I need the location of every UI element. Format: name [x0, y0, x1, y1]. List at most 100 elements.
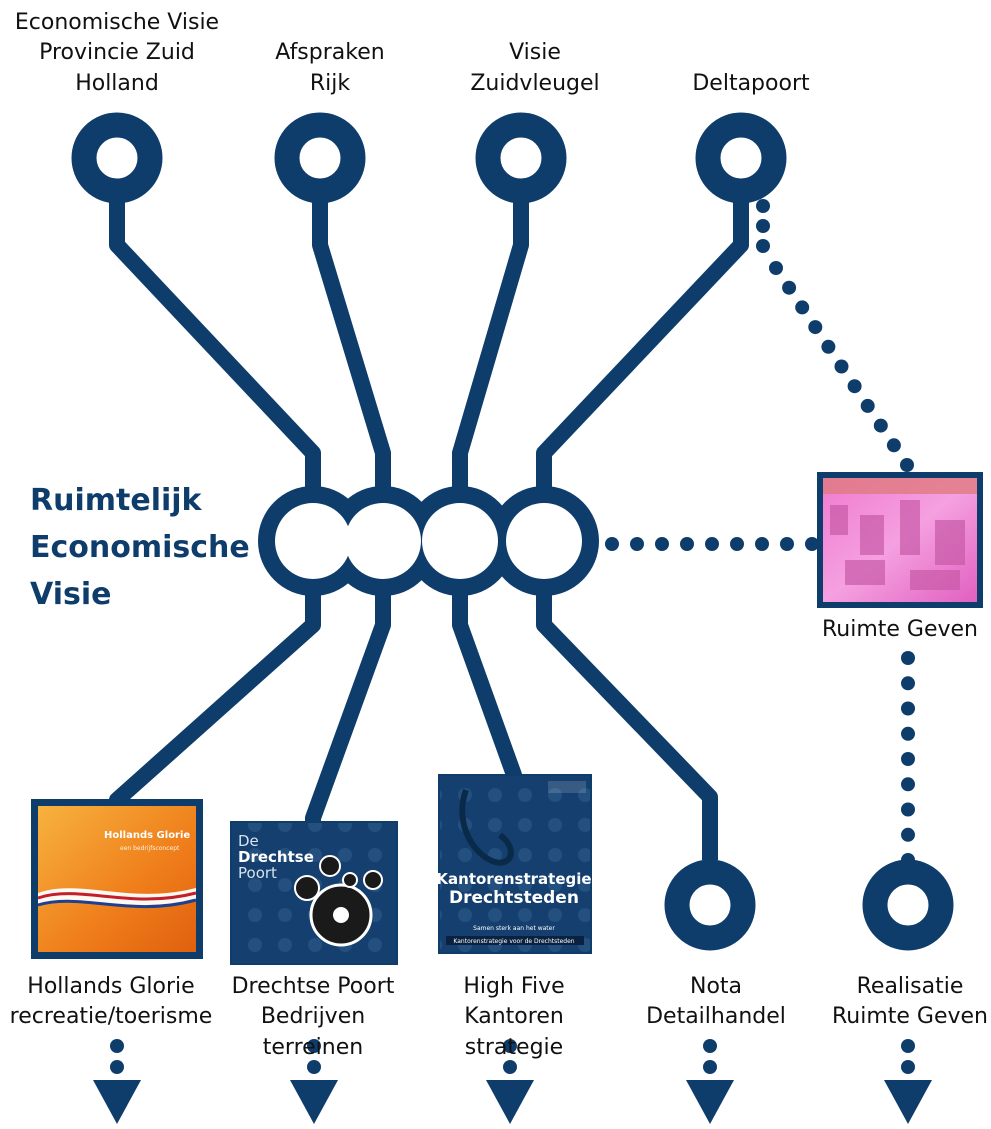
- cover-title-line-1: Kantorenstrategie: [436, 870, 591, 888]
- cover-title-line-1: De: [238, 832, 259, 850]
- connector-dot: [703, 1060, 717, 1074]
- connector-dot: [901, 1039, 915, 1053]
- connector-top-4: [536, 188, 749, 493]
- connector-dot: [808, 320, 823, 335]
- hub-ring-hole: [422, 503, 498, 579]
- connector-dot: [703, 1039, 717, 1053]
- connector-dot: [655, 537, 669, 551]
- connector-dot: [769, 261, 783, 275]
- bottom-node-3-label-line-1: High Five: [463, 974, 564, 999]
- connector-dot: [630, 537, 644, 551]
- connector-dot: [901, 651, 915, 665]
- top-node-3-label-line-1: Visie: [509, 40, 561, 65]
- connector-top-1: [109, 188, 321, 493]
- connector-dot: [756, 219, 770, 233]
- connector-bottom-2: [305, 590, 391, 826]
- bottom-node-3-label-line-3: strategie: [465, 1035, 563, 1060]
- top-node-1-label-line-1: Economische Visie: [15, 10, 219, 35]
- cover-subtitle: een bedrijfsconcept: [120, 845, 180, 852]
- cover-tagline: Samen sterk aan het water: [473, 925, 555, 932]
- dotted-connector-deltapoort-ruimte: [756, 199, 914, 472]
- hub-ring-hole: [506, 503, 582, 579]
- ring-icon: [862, 859, 954, 951]
- connector-dot: [110, 1060, 124, 1074]
- down-triangle-icon: [486, 1080, 534, 1124]
- connector-top-2: [312, 188, 391, 493]
- ring-icon: [71, 112, 163, 204]
- dotted-connectors-bottom: [110, 1039, 915, 1074]
- connector-dot: [805, 537, 819, 551]
- top-node-2-label-line-1: Afspraken: [275, 40, 384, 65]
- cover-footer: Kantorenstrategie voor de Drechtsteden: [453, 938, 574, 945]
- dotted-connector-center-ruimte: [605, 537, 819, 551]
- down-triangle-icon: [884, 1080, 932, 1124]
- connector-dot: [900, 458, 914, 472]
- cover-title-line-2: Drechtsteden: [449, 888, 579, 908]
- connector-dot: [307, 1060, 321, 1074]
- connector-top-3: [452, 188, 529, 493]
- center-title-line-1: Ruimtelijk: [30, 483, 203, 518]
- center-title-line-2: Economische: [30, 530, 250, 565]
- ring-icon: [274, 112, 366, 204]
- bottom-node-4-label-line-2: Detailhandel: [646, 1004, 786, 1029]
- connector-dot: [834, 359, 849, 374]
- ring-icon: [475, 112, 567, 204]
- top-node-1-label-line-2: Provincie Zuid: [39, 40, 195, 65]
- bottom-node-2-label-line-1: Drechtse Poort: [232, 974, 395, 999]
- connector-dot: [901, 676, 915, 691]
- connector-dot: [901, 752, 915, 766]
- cover-title-line-2: Drechtse: [238, 848, 314, 866]
- connector-dot: [901, 777, 915, 792]
- top-labels: Economische Visie Provincie Zuid Holland…: [15, 10, 810, 96]
- connector-dot: [901, 1060, 915, 1074]
- connector-dot: [307, 1039, 321, 1053]
- connector-dot: [901, 827, 915, 842]
- hub-ring-hole: [275, 503, 351, 579]
- bottom-node-4-label-line-1: Nota: [690, 974, 742, 999]
- connector-bottom-4: [536, 590, 718, 860]
- report-cover-ruimte-geven: [817, 472, 983, 608]
- ring-icon: [664, 859, 756, 951]
- dotted-connector-ruimte-realisatie: [901, 651, 915, 867]
- connector-dot: [873, 418, 888, 433]
- top-node-3-label-line-2: Zuidvleugel: [470, 71, 599, 96]
- bottom-node-1-label-line-1: Hollands Glorie: [27, 974, 194, 999]
- connector-dot: [886, 438, 901, 453]
- connector-dot: [503, 1060, 517, 1074]
- connector-dot: [730, 537, 744, 551]
- connector-dot: [503, 1039, 517, 1053]
- bottom-node-2-label-line-3: terreinen: [263, 1035, 363, 1060]
- connector-dot: [901, 701, 915, 716]
- right-node-label: Ruimte Geven: [822, 617, 978, 642]
- center-title-line-3: Visie: [30, 577, 111, 612]
- connector-dot: [847, 379, 862, 394]
- bottom-node-2-label-line-2: Bedrijven: [261, 1004, 365, 1029]
- connector-dot: [860, 398, 875, 413]
- connector-dot: [901, 802, 915, 817]
- ring-icon: [695, 112, 787, 204]
- connector-dot: [821, 339, 836, 354]
- top-node-4-label-line-1: Deltapoort: [692, 71, 810, 96]
- bottom-node-5-label-line-2: Ruimte Geven: [832, 1004, 988, 1029]
- cover-title: Hollands Glorie: [104, 830, 190, 841]
- connector-dot: [756, 239, 770, 253]
- connector-dot: [705, 537, 719, 551]
- connector-dot: [782, 280, 797, 295]
- down-arrows: [93, 1080, 932, 1124]
- connector-dot: [795, 300, 810, 315]
- down-triangle-icon: [93, 1080, 141, 1124]
- center-title: Ruimtelijk Economische Visie: [30, 483, 250, 612]
- connector-dot: [680, 537, 694, 551]
- gear-icon: [294, 855, 383, 947]
- hub-ring-hole: [345, 503, 421, 579]
- bottom-node-1-label-line-2: recreatie/toerisme: [10, 1004, 213, 1029]
- cover-title-line-3: Poort: [238, 864, 277, 882]
- report-cover-kantorenstrategie: Kantorenstrategie Drechtsteden Samen ste…: [436, 774, 592, 954]
- solid-connectors: [109, 188, 749, 860]
- connector-dot: [901, 726, 915, 741]
- connector-dot: [780, 537, 794, 551]
- bottom-node-3-label-line-2: Kantoren: [464, 1004, 564, 1029]
- connector-dot: [605, 537, 619, 551]
- connector-dot: [755, 537, 769, 551]
